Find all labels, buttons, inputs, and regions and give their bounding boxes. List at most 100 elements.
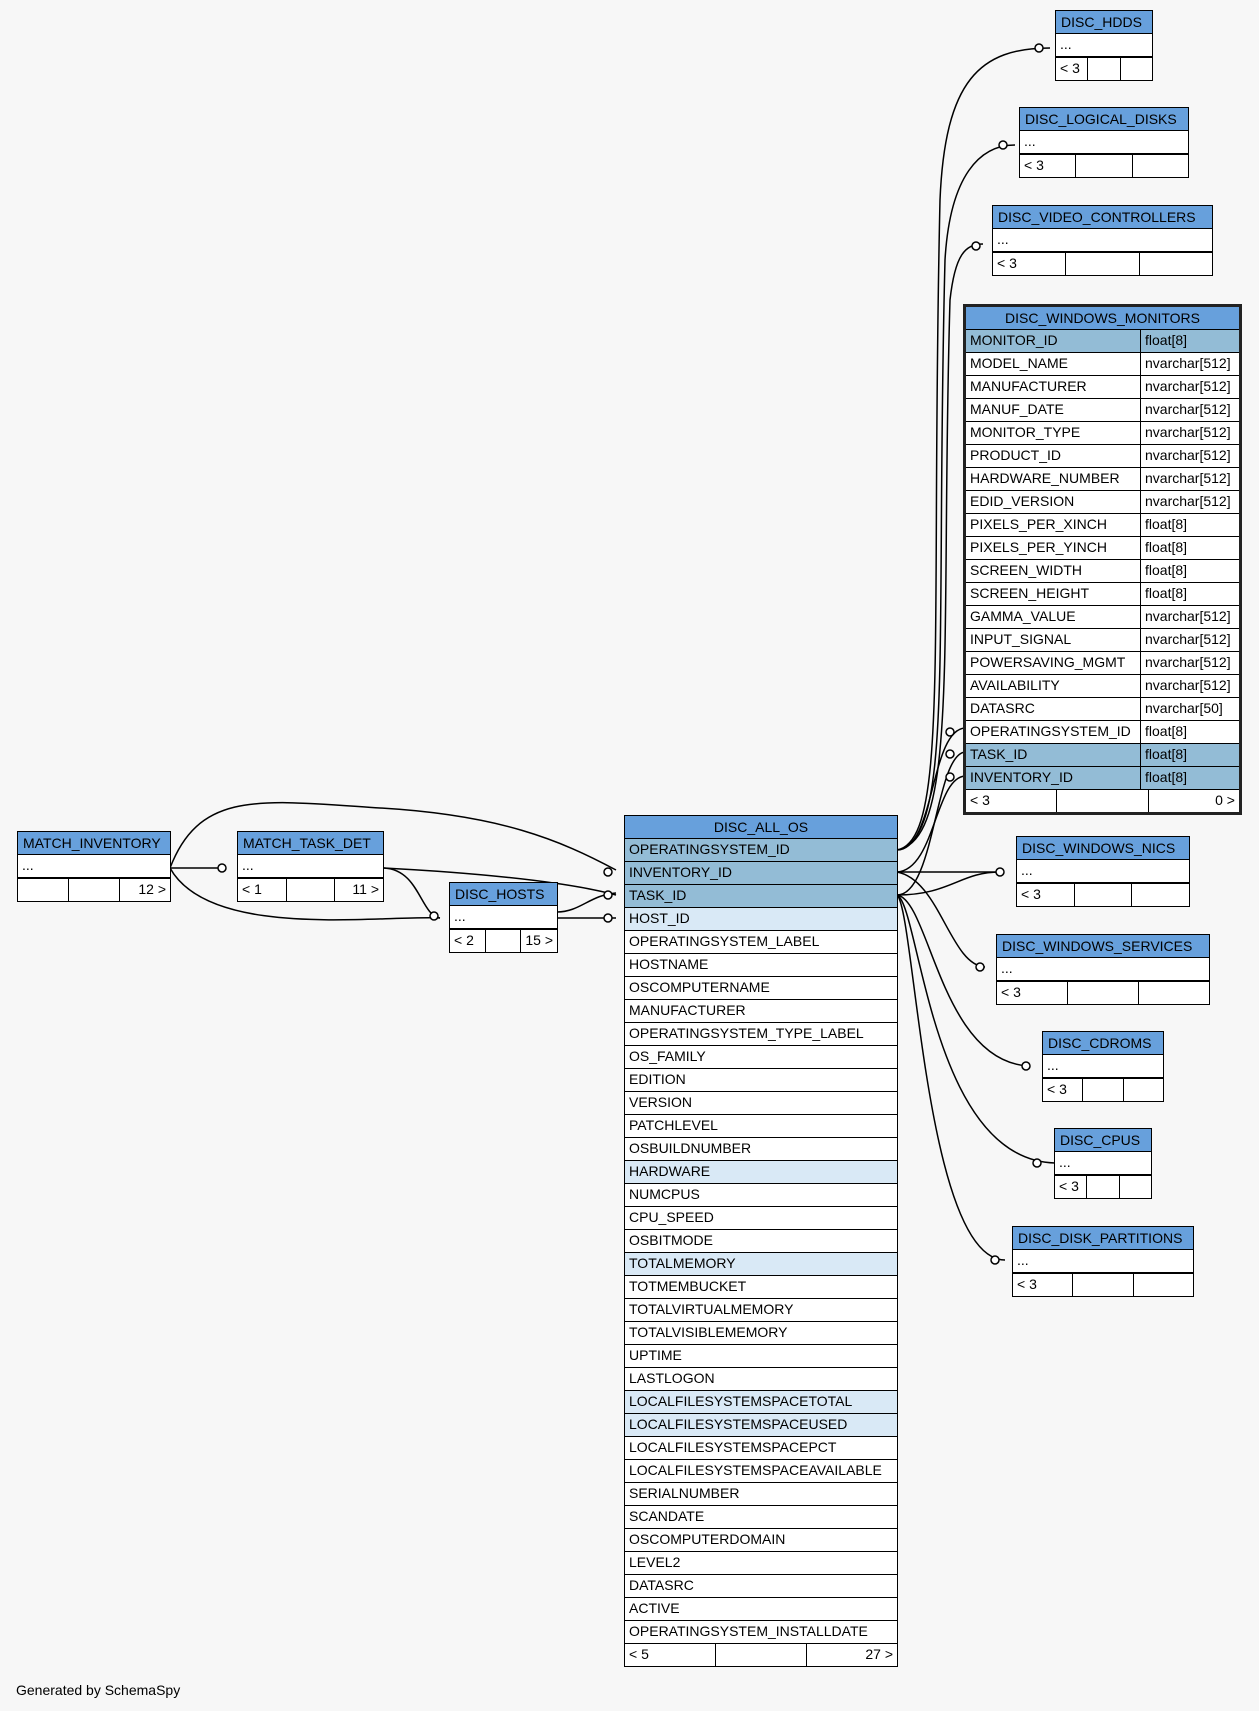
column-row[interactable]: EDITION [625,1069,897,1092]
column-row[interactable]: UPTIME [625,1345,897,1368]
column-row[interactable]: SERIALNUMBER [625,1483,897,1506]
column-type: nvarchar[512] [1140,445,1239,467]
footer-middle [1082,1079,1122,1101]
column-row[interactable]: OPERATINGSYSTEM_ID [625,839,897,862]
table-title[interactable]: DISC_WINDOWS_SERVICES [997,935,1209,958]
table-title[interactable]: DISC_CDROMS [1043,1032,1163,1055]
column-row[interactable]: LEVEL2 [625,1552,897,1575]
column-name: LEVEL2 [629,1554,681,1570]
column-row[interactable]: OSCOMPUTERNAME [625,977,897,1000]
table-title[interactable]: DISC_HDDS [1056,11,1152,34]
table-disc-windows-services[interactable]: DISC_WINDOWS_SERVICES ... < 3 [996,934,1210,1005]
children-count [1132,1274,1193,1296]
table-title[interactable]: DISC_HOSTS [450,883,557,906]
column-row[interactable]: OSBUILDNUMBER [625,1138,897,1161]
column-row[interactable]: TASK_ID [625,885,897,908]
table-match-inventory[interactable]: MATCH_INVENTORY ... 12 > [17,831,171,902]
column-row[interactable]: SCANDATE [625,1506,897,1529]
ellipsis-text: ... [1059,1154,1071,1170]
column-name: POWERSAVING_MGMT [970,654,1126,670]
ellipsis-text: ... [454,908,466,924]
footer-middle [1056,790,1147,812]
table-title[interactable]: DISC_ALL_OS [625,816,897,839]
column-row[interactable]: TOTMEMBUCKET [625,1276,897,1299]
column-name: LOCALFILESYSTEMSPACEPCT [629,1439,837,1455]
column-row[interactable]: OPERATINGSYSTEM_INSTALLDATE [625,1621,897,1643]
table-footer: < 1 11 > [238,878,383,901]
column-row[interactable]: CPU_SPEED [625,1207,897,1230]
column-row[interactable]: HOSTNAME [625,954,897,977]
column-row[interactable]: PATCHLEVEL [625,1115,897,1138]
children-count: 15 > [520,930,557,952]
table-match-task-det[interactable]: MATCH_TASK_DET ... < 1 11 > [237,831,384,902]
table-disc-cpus[interactable]: DISC_CPUS ... < 3 [1054,1128,1152,1199]
column-row[interactable]: OPERATINGSYSTEM_TYPE_LABEL [625,1023,897,1046]
table-title[interactable]: MATCH_TASK_DET [238,832,383,855]
column-row[interactable]: OSCOMPUTERDOMAIN [625,1529,897,1552]
footer-middle [1075,155,1131,177]
table-title[interactable]: DISC_WINDOWS_MONITORS [966,307,1239,330]
column-row[interactable]: LOCALFILESYSTEMSPACETOTAL [625,1391,897,1414]
table-title[interactable]: DISC_VIDEO_CONTROLLERS [993,206,1212,229]
table-title[interactable]: MATCH_INVENTORY [18,832,170,855]
column-row[interactable]: OPERATINGSYSTEM_LABEL [625,931,897,954]
table-title[interactable]: DISC_WINDOWS_NICS [1017,837,1189,860]
table-disc-cdroms[interactable]: DISC_CDROMS ... < 3 [1042,1031,1164,1102]
column-type: float[8] [1140,560,1239,582]
column-row[interactable]: TOTALVISIBLEMEMORY [625,1322,897,1345]
table-disc-windows-nics[interactable]: DISC_WINDOWS_NICS ... < 3 [1016,836,1190,907]
column-row[interactable]: HOST_ID [625,908,897,931]
column-name: MONITOR_ID [970,332,1058,348]
table-disc-hosts[interactable]: DISC_HOSTS ... < 2 15 > [449,882,558,953]
column-row[interactable]: HARDWARE [625,1161,897,1184]
column-row[interactable]: VERSION [625,1092,897,1115]
column-row[interactable]: MANUFACTURER [625,1000,897,1023]
column-name: ACTIVE [629,1600,680,1616]
crowfoot-marker [1032,1158,1042,1168]
table-disc-logical-disks[interactable]: DISC_LOGICAL_DISKS ... < 3 [1019,107,1189,178]
table-title[interactable]: DISC_LOGICAL_DISKS [1020,108,1188,131]
column-row[interactable]: DATASRC [625,1575,897,1598]
column-row[interactable]: INVENTORY_ID [625,862,897,885]
column-row[interactable]: NUMCPUS [625,1184,897,1207]
table-disc-video-controllers[interactable]: DISC_VIDEO_CONTROLLERS ... < 3 [992,205,1213,276]
table-disc-hdds[interactable]: DISC_HDDS ... < 3 [1055,10,1153,81]
parents-count: < 3 [1024,157,1044,173]
column-row[interactable]: LOCALFILESYSTEMSPACEAVAILABLE [625,1460,897,1483]
column-row[interactable]: OS_FAMILY [625,1046,897,1069]
column-row[interactable]: TOTALMEMORY [625,1253,897,1276]
table-disc-disk-partitions[interactable]: DISC_DISK_PARTITIONS ... < 3 [1012,1226,1194,1297]
column-row[interactable]: LASTLOGON [625,1368,897,1391]
column-row[interactable]: ACTIVE [625,1598,897,1621]
table-title[interactable]: DISC_CPUS [1055,1129,1151,1152]
column-row[interactable]: LOCALFILESYSTEMSPACEPCT [625,1437,897,1460]
column-row[interactable]: LOCALFILESYSTEMSPACEUSED [625,1414,897,1437]
column-row[interactable]: TOTALVIRTUALMEMORY [625,1299,897,1322]
column-row[interactable]: OSBITMODE [625,1230,897,1253]
table-title[interactable]: DISC_DISK_PARTITIONS [1013,1227,1193,1250]
column-name: OPERATINGSYSTEM_TYPE_LABEL [629,1025,864,1041]
